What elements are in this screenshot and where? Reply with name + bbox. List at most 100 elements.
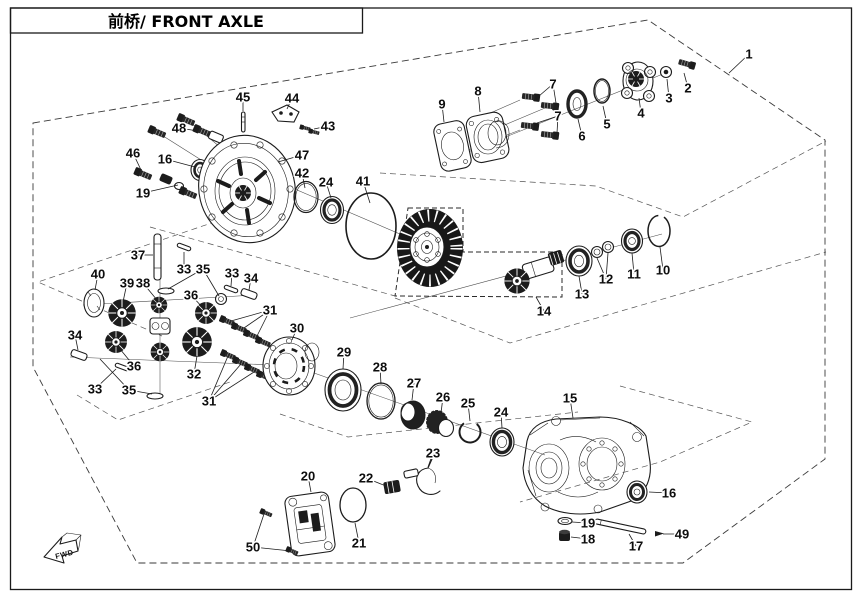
sleeve-34a: [240, 288, 258, 300]
title-box: [9, 7, 364, 34]
seal-16b: [626, 480, 648, 504]
callout-leader-20: [307, 475, 312, 493]
callout-leader-35: [128, 389, 153, 395]
callout-leader-31: [208, 363, 242, 402]
callout-leader-26: [440, 396, 444, 414]
callout-28: 28: [373, 360, 387, 375]
callout-50: 50: [246, 540, 260, 555]
spider-block: [149, 317, 171, 335]
bearing-29: [324, 368, 362, 412]
callout-34: 34: [244, 271, 259, 286]
flange-bolt-2: [677, 57, 697, 71]
clip-49: [655, 531, 664, 537]
callout-leader-43: [313, 125, 329, 130]
shim-washers-12: [590, 240, 615, 259]
spider-gear-lower: [150, 342, 170, 362]
callout-leader-35: [202, 268, 220, 297]
callout-9: 9: [438, 97, 445, 112]
callout-leader-42: [301, 172, 306, 189]
callout-leader-19: [571, 521, 589, 524]
output-flange-assembly: [433, 57, 697, 172]
cover-47: [198, 134, 296, 244]
cross-shaft-37: [153, 233, 162, 281]
callout-5: 5: [603, 117, 610, 132]
callout-21: 21: [352, 536, 366, 551]
callout-38: 38: [136, 276, 150, 291]
callout-43: 43: [321, 119, 335, 134]
screws-43: [298, 124, 321, 136]
callout-leader-35: [167, 268, 204, 290]
callout-7: 7: [554, 109, 561, 124]
callout-42: 42: [295, 166, 309, 181]
callout-33: 33: [177, 262, 191, 277]
callout-leader-3: [666, 78, 670, 99]
callout-3: 3: [665, 91, 672, 106]
callout-leader-34: [74, 334, 79, 351]
snap-ring-25: [458, 420, 482, 444]
callout-leader-31: [208, 355, 229, 402]
callout-leader-4: [638, 97, 642, 114]
callout-10: 10: [656, 263, 670, 278]
callout-31: 31: [202, 394, 216, 409]
callout-1: 1: [745, 47, 752, 62]
callout-leader-7: [552, 83, 557, 104]
callout-36: 36: [184, 288, 198, 303]
callout-leader-38: [142, 282, 158, 301]
callout-13: 13: [575, 287, 589, 302]
callout-24: 24: [494, 405, 509, 420]
gasket-9: [433, 120, 472, 172]
bracket-44: [271, 104, 300, 123]
callout-40: 40: [91, 267, 105, 282]
page-border: [9, 7, 853, 591]
callout-11: 11: [627, 267, 641, 282]
pin-33c: [114, 362, 130, 372]
side-gear-32: [181, 326, 213, 358]
callout-31: 31: [263, 303, 277, 318]
callout-leader-40: [94, 273, 99, 291]
callout-leader-21: [354, 522, 360, 544]
pinion-shaft: [503, 250, 565, 295]
callout-19: 19: [136, 186, 150, 201]
shift-fork-23: [403, 458, 441, 495]
callout-leader-31: [230, 309, 271, 322]
callout-leader-32: [193, 355, 198, 375]
callout-leader-41: [362, 180, 371, 204]
callout-37: 37: [131, 248, 145, 263]
sleeve-34b: [70, 349, 88, 361]
callout-leader-16: [164, 158, 196, 168]
o-ring-21: [339, 487, 367, 523]
callout-41: 41: [356, 174, 370, 189]
cover-bolt-7b: [146, 124, 168, 140]
callout-25: 25: [461, 396, 475, 411]
callout-leader-35: [99, 358, 130, 391]
connector-22: [383, 480, 401, 494]
actuator-assembly: [258, 458, 441, 557]
output-train: [324, 368, 515, 457]
callout-leader-11: [631, 252, 635, 275]
output-flange-4: [620, 61, 657, 103]
ring-gear: [397, 209, 463, 287]
coupler-27: [400, 400, 426, 430]
bearing-13: [565, 245, 593, 277]
callout-leader-5: [602, 105, 608, 125]
callout-45: 45: [236, 90, 250, 105]
callout-leader-31: [256, 309, 271, 337]
callout-29: 29: [337, 345, 351, 360]
callout-leader-6: [577, 118, 583, 137]
callout-leader-50: [252, 513, 265, 548]
callout-17: 17: [629, 539, 643, 554]
drain-plug-18: [559, 529, 570, 541]
callout-leader-47: [277, 154, 303, 163]
callout-22: 22: [359, 471, 373, 486]
callout-leader-7: [556, 115, 559, 134]
callout-leader-24: [500, 411, 503, 429]
callout-leader-10: [659, 246, 664, 271]
o-ring-41: [345, 192, 397, 260]
callout-leader-7: [536, 115, 559, 124]
callout-27: 27: [407, 376, 421, 391]
callout-leader-24: [325, 181, 332, 199]
callout-7: 7: [549, 77, 556, 92]
callout-46: 46: [126, 146, 140, 161]
